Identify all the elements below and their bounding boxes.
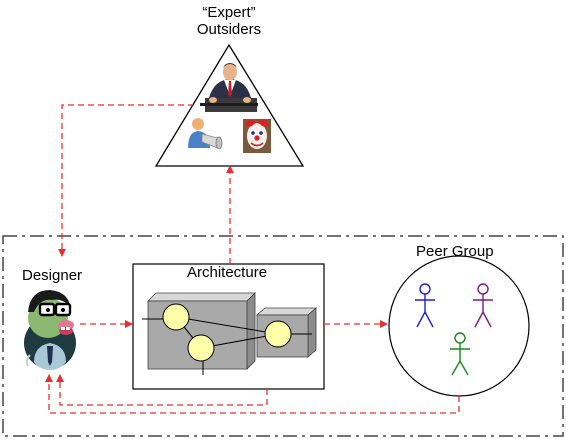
peer-group-label: Peer Group xyxy=(416,243,494,260)
peer-group xyxy=(388,255,530,397)
component-node xyxy=(264,320,292,348)
outsiders-group xyxy=(154,43,305,167)
component-node xyxy=(187,334,215,362)
system-boundary xyxy=(2,235,564,437)
outsiders-label-line1: “Expert” xyxy=(202,4,256,21)
clown-icon xyxy=(243,119,271,153)
nerd-designer-icon xyxy=(24,290,76,370)
component-node xyxy=(162,303,190,331)
businessman-icon xyxy=(200,63,258,112)
stick-figure-blue-icon xyxy=(415,283,435,328)
megaphone-person-icon xyxy=(188,118,223,150)
stick-figure-purple-icon xyxy=(473,283,493,328)
designer-label: Designer xyxy=(22,267,83,284)
arrow-peers-to-designer xyxy=(45,374,460,414)
arrow-outsiders-to-designer xyxy=(58,104,194,257)
component-nodes xyxy=(162,303,292,362)
feedback-arrows xyxy=(45,104,460,414)
architecture-label: Architecture xyxy=(187,264,268,281)
peer-group-circle xyxy=(388,255,530,397)
architecture-box xyxy=(132,263,325,390)
stick-figure-green-icon xyxy=(450,332,470,376)
outsiders-label-line2: Outsiders xyxy=(196,21,262,38)
